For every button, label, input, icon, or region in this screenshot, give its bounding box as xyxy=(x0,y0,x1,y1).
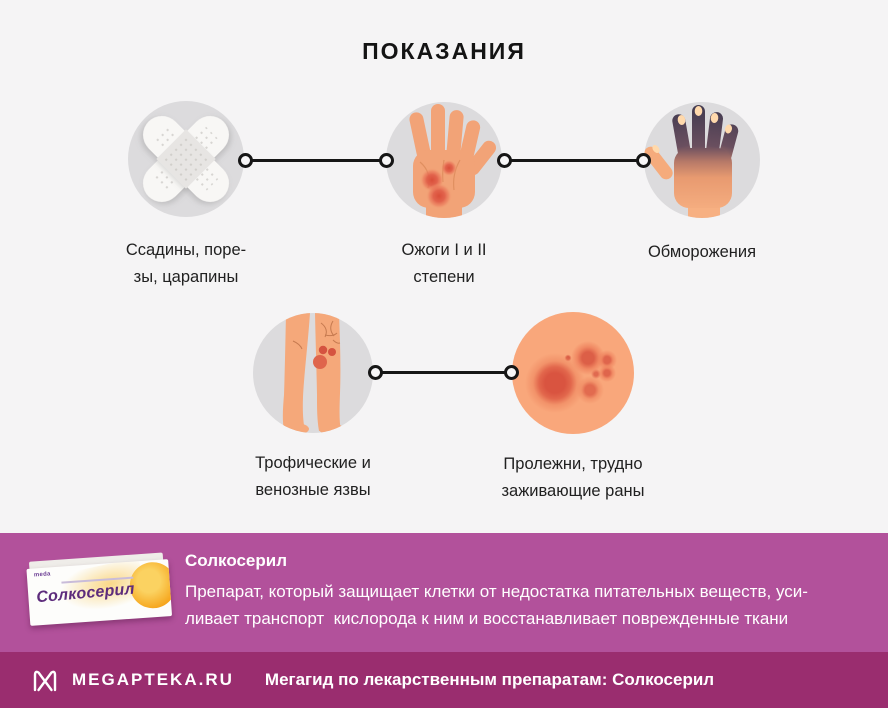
connector-dot-icon xyxy=(636,153,651,168)
pressure-wound-icon xyxy=(512,312,634,434)
frostbitten-hand-icon xyxy=(644,102,760,218)
indication-label-frostbite: Обморожения xyxy=(647,243,757,261)
frostbitten-hand-graphic xyxy=(644,105,739,218)
connector-dot-icon xyxy=(368,365,383,380)
burned-palm-icon xyxy=(386,102,502,218)
indication-label-ulcers: Трофические и венозные язвы xyxy=(255,454,371,499)
megapteka-logo-icon xyxy=(30,665,60,695)
connector-line xyxy=(368,365,519,380)
package-front-face: meda Солкосерил xyxy=(26,559,173,626)
product-band: meda Солкосерил Солкосерил Препарат, кот… xyxy=(0,533,888,652)
connector-dot-icon xyxy=(497,153,512,168)
leg-ulcers-icon xyxy=(253,313,373,433)
connector-bar xyxy=(382,371,505,374)
connector-dot-icon xyxy=(504,365,519,380)
indication-label-bedsores: Пролежни, трудно заживающие раны xyxy=(501,455,645,500)
package-maker-logo: meda xyxy=(33,571,51,579)
footer: MEGAPTEKA.RU Мегагид по лекарственным пр… xyxy=(0,652,888,708)
connector-bar xyxy=(252,159,380,162)
burned-palm-graphic xyxy=(409,104,497,218)
product-name: Солкосерил xyxy=(185,551,288,570)
footer-tagline: Мегагид по лекарственным препаратам: Сол… xyxy=(264,670,715,689)
leg-ulcers-graphic xyxy=(281,313,343,433)
connector-dot-icon xyxy=(238,153,253,168)
connector-bar xyxy=(511,159,637,162)
connector-line xyxy=(497,153,651,168)
product-package-image: meda Солкосерил xyxy=(26,552,173,626)
indication-label-burns: Ожоги I и II степени xyxy=(401,241,487,286)
connector-line xyxy=(238,153,394,168)
product-description: Препарат, который защищает клетки от нед… xyxy=(185,582,808,628)
indication-label-abrasions: Ссадины, поре- зы, царапины xyxy=(125,241,247,286)
connector-dot-icon xyxy=(379,153,394,168)
bandage-cross-icon xyxy=(128,101,244,217)
page-title: ПОКАЗАНИЯ xyxy=(362,38,526,64)
footer-brand-text: MEGAPTEKA.RU xyxy=(72,670,234,689)
